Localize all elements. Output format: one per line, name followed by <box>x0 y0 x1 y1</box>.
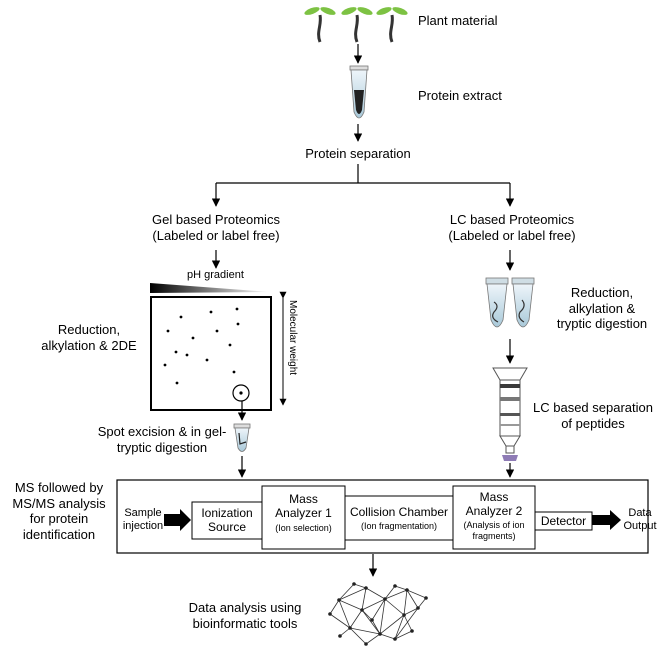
lc-separation-label: LC based separation of peptides <box>533 400 653 431</box>
data-analysis-label: Data analysis using bioinformatic tools <box>188 600 302 631</box>
gel-based-proteomics-title: Gel based Proteomics (Labeled or label f… <box>152 212 280 243</box>
molecular-weight-label: Molecular weight <box>287 300 298 376</box>
collision-chamber-label: Collision Chamber (Ion fragmentation) <box>349 505 449 532</box>
data-output-label: Data Output <box>623 507 657 533</box>
lc-reduction-alkylation-label: Reduction, alkylation & tryptic digestio… <box>556 285 648 332</box>
ionization-source-box <box>191 501 263 540</box>
bioinformatics-network-icon <box>329 583 427 645</box>
gel-spots <box>163 307 243 395</box>
spot-excision-label: Spot excision & in gel- tryptic digestio… <box>97 424 227 455</box>
sample-injection-arrow-icon <box>164 509 191 531</box>
lc-based-proteomics-title: LC based Proteomics (Labeled or label fr… <box>448 212 576 243</box>
spot-excision-tube-icon <box>233 423 251 452</box>
ph-gradient-label: pH gradient <box>187 269 244 281</box>
excised-spot-circle <box>232 384 250 402</box>
mass-analyzer-2-box <box>452 485 536 550</box>
protein-separation-label: Protein separation <box>305 146 411 161</box>
branch-connector <box>211 164 515 207</box>
detector-label: Detector <box>540 514 587 528</box>
protein-extract-label: Protein extract <box>418 88 502 103</box>
ph-gradient-wedge <box>150 283 270 293</box>
2de-gel <box>150 296 272 411</box>
mass-analyzer-1-box <box>261 485 346 550</box>
ionization-source-label: Ionization Source <box>201 506 253 535</box>
lc-column-icon <box>492 367 528 461</box>
mass-analyzer-2-label: Mass Analyzer 2 (Analysis of ion fragmen… <box>463 490 525 541</box>
collision-chamber-box <box>344 495 454 541</box>
ms-msms-side-label: MS followed by MS/MS analysis for protei… <box>12 480 106 542</box>
protein-extract-tube-icon <box>349 65 369 119</box>
network-nodes <box>328 582 428 646</box>
plant-material-label: Plant material <box>418 13 498 28</box>
gel-reduction-alkylation-label: Reduction, alkylation & 2DE <box>41 322 137 353</box>
plant-seedlings-icon <box>304 7 408 43</box>
mass-analyzer-1-label: Mass Analyzer 1 (Ion selection) <box>275 492 332 533</box>
lc-digestion-tubes-icon <box>485 277 535 328</box>
sample-injection-label: Sample injection <box>122 507 164 533</box>
data-output-arrow-icon <box>592 510 621 530</box>
